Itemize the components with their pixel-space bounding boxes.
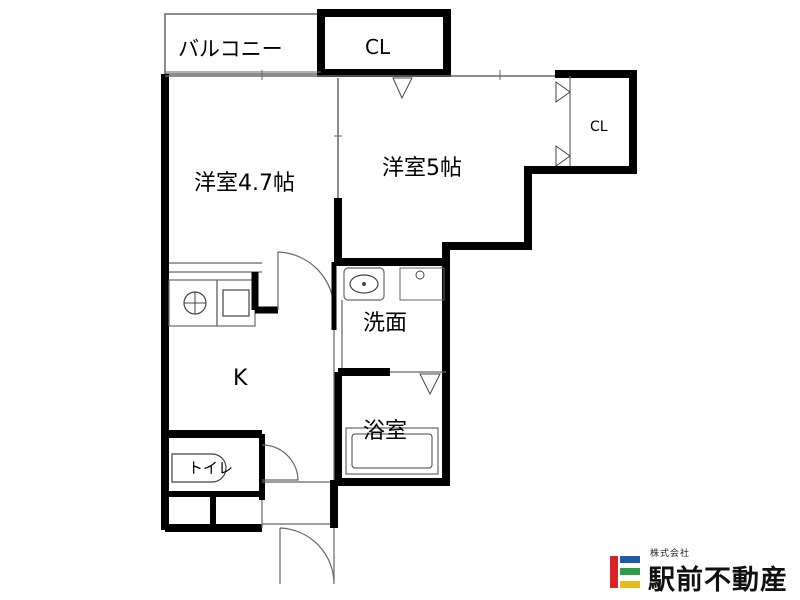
bathtub-inner <box>351 433 433 469</box>
closet-top-walls <box>317 9 451 77</box>
bath-door-mark <box>419 373 441 396</box>
wash-basin-bowl <box>349 274 379 294</box>
washing-machine-drain <box>415 270 425 280</box>
washing-machine-space <box>399 267 445 301</box>
toilet-bowl-icon <box>171 453 227 483</box>
wash-basin-drain <box>362 282 366 286</box>
kitchen-sink-basin <box>222 289 250 317</box>
logo-company-name: 駅前不動産 <box>648 565 788 596</box>
closet-right-door-mark-bottom <box>555 145 571 167</box>
outer-wall-right <box>442 170 532 480</box>
bathroom-label: 浴室 <box>363 419 407 444</box>
western-room-b-label: 洋室5帖 <box>382 156 462 181</box>
washroom-label: 洗面 <box>363 311 407 336</box>
balcony-label: バルコニー <box>178 37 283 61</box>
bathtub <box>345 427 439 475</box>
closet-right-walls <box>555 70 637 174</box>
logo-mark-icon <box>610 556 640 588</box>
western-room-a-label: 洋室4.7帖 <box>194 171 295 196</box>
company-logo: 株式会社 駅前不動産 <box>608 546 798 596</box>
kitchen-label: K <box>233 366 248 391</box>
closet-right-door-mark-top <box>555 81 571 103</box>
toilet-label: トイレ <box>188 459 233 477</box>
toilet-door-swing <box>261 444 299 481</box>
logo-company-type: 株式会社 <box>650 549 691 559</box>
wash-basin <box>343 267 385 301</box>
closet-right-label: CL <box>590 119 608 135</box>
entrance-door-swing <box>279 527 335 585</box>
closet-top-label: CL <box>365 35 391 59</box>
closet-top-door-mark <box>392 77 413 100</box>
door-swing-room-a <box>277 251 335 311</box>
